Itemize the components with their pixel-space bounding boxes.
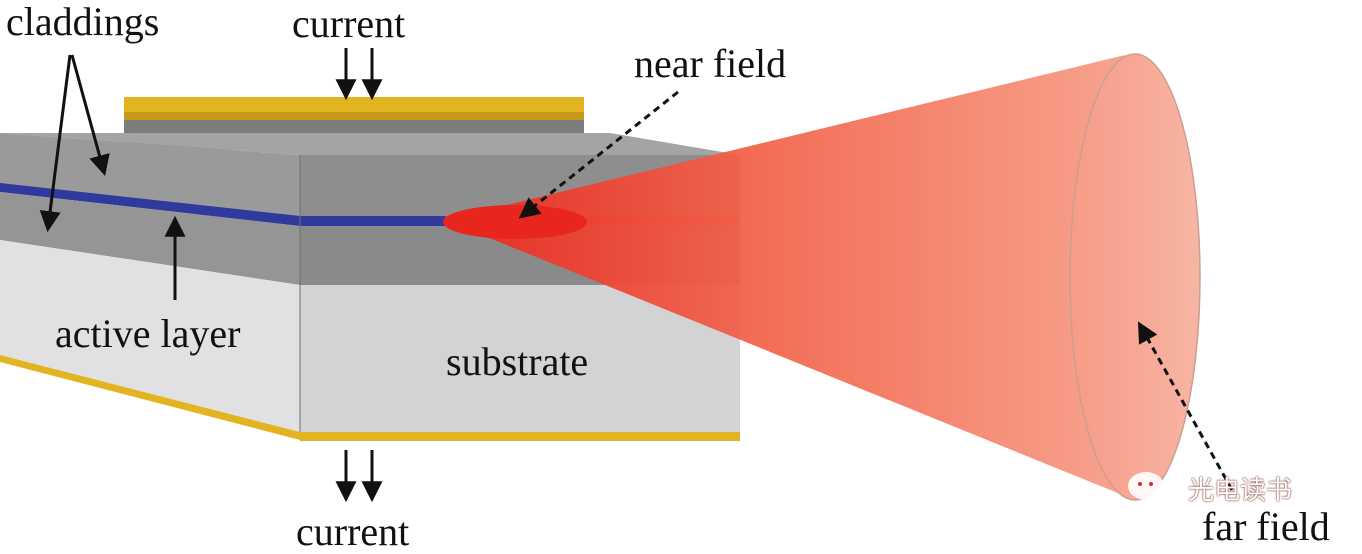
substrate-block: [0, 155, 740, 432]
current-bottom-label: current: [296, 509, 410, 554]
current-top-label: current: [292, 1, 406, 46]
bottom-contact: [0, 355, 740, 441]
near-field-spot: [443, 205, 587, 239]
far-field-arrow: [1137, 321, 1234, 491]
wechat-logo-icon: [1128, 472, 1178, 509]
substrate-label: substrate: [446, 339, 589, 384]
near-field-label: near field: [634, 41, 787, 86]
far-field-label: far field: [1202, 504, 1330, 549]
cladding-arrows: [39, 54, 110, 233]
far-field-beam: [445, 53, 1201, 501]
current-arrows-top: [335, 48, 383, 101]
watermark-text: 光电读书: [1188, 476, 1293, 506]
near-field-arrow: [518, 90, 679, 219]
current-arrows-bottom: [335, 450, 383, 503]
claddings-label: claddings: [6, 0, 160, 44]
active-layer-label: active layer: [55, 311, 241, 356]
